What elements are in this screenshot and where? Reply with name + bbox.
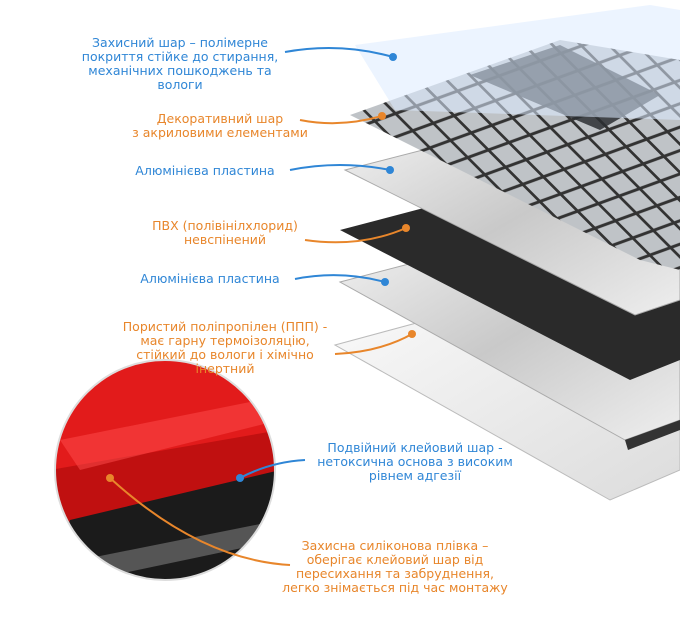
dot-adhesive (236, 474, 244, 482)
leader-protective (284, 47, 394, 58)
dot-pvc (402, 224, 410, 232)
leader-polypropylene (334, 333, 413, 355)
label-protective-layer: Захисний шар – полімерне покриття стійке… (81, 35, 279, 92)
label-decorative-layer: Декоративний шар з акриловими елементами (132, 111, 308, 140)
dot-silicone (106, 474, 114, 482)
adhesive-edge (625, 420, 680, 450)
leader-adhesive (239, 459, 306, 479)
label-aluminum-plate-2: Алюмінієва пластина (140, 271, 280, 286)
label-adhesive-layer: Подвійний клейовий шар - нетоксична осно… (317, 440, 513, 483)
leader-aluminum-1 (289, 164, 391, 171)
dot-protective (389, 53, 397, 61)
dot-aluminum-1 (386, 166, 394, 174)
leader-silicone (109, 477, 291, 566)
leader-decorative (299, 115, 383, 125)
protective-film (355, 5, 680, 120)
dot-aluminum-2 (381, 278, 389, 286)
label-polypropylene-layer: Пористий поліпропілен (ППП) - має гарну … (122, 319, 328, 376)
label-silicone-film: Захисна силіконова плівка – оберігає кле… (282, 538, 508, 595)
leader-aluminum-2 (294, 274, 386, 283)
dot-polypropylene (408, 330, 416, 338)
dot-decorative (378, 112, 386, 120)
label-aluminum-plate-1: Алюмінієва пластина (135, 163, 275, 178)
leader-pvc (304, 227, 407, 244)
adhesive-closeup (55, 360, 275, 580)
label-pvc-layer: ПВХ (полівінілхлорид) невспінений (152, 218, 298, 247)
